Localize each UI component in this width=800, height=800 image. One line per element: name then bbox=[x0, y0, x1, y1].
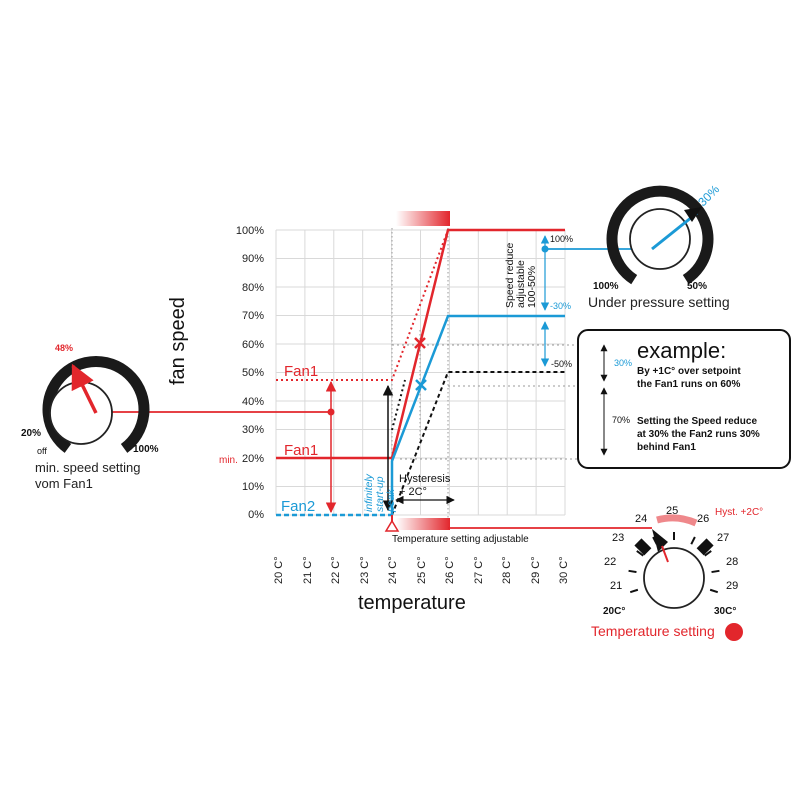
x-axis-ticks: 20 C° 21 C° 22 C° 23 C° 24 C° 25 C° 26 C… bbox=[273, 556, 570, 584]
y-tick-60: 60% bbox=[242, 339, 264, 351]
temp-hyst-arc bbox=[656, 514, 698, 527]
temp-tick-end bbox=[634, 538, 652, 556]
right-dial-right-pct: 50% bbox=[687, 281, 707, 292]
temp-tick-8 bbox=[711, 569, 720, 574]
temp-num-25: 25 bbox=[666, 505, 678, 517]
y-tick-20: 20% bbox=[242, 453, 264, 465]
speed-reduce-label: Speed reduce adjustable 100-50% bbox=[504, 240, 538, 308]
temp-num-30: 30C° bbox=[714, 606, 736, 617]
x-tick-24: 24 C° bbox=[387, 556, 399, 584]
y-tick-70: 70% bbox=[242, 310, 264, 322]
fan1-upper-label: Fan1 bbox=[284, 363, 318, 380]
pct-100-label: 100% bbox=[550, 234, 573, 244]
right-dial-caption: Under pressure setting bbox=[588, 294, 730, 310]
temp-adjustable-label: Temperature setting adjustable bbox=[392, 534, 529, 545]
temp-num-27: 27 bbox=[717, 532, 729, 544]
x-tick-20: 20 C° bbox=[273, 556, 285, 584]
min-label: min. bbox=[219, 455, 238, 466]
example-p1-text: By +1C° over setpoint the Fan1 runs on 6… bbox=[637, 366, 744, 390]
y-tick-40: 40% bbox=[242, 396, 264, 408]
fan1-lower-dotted bbox=[391, 379, 406, 431]
x-tick-23: 23 C° bbox=[359, 556, 371, 584]
y-axis-ticks: 0% 10% 20% 30% 40% 50% 60% 70% 80% 90% 1… bbox=[236, 225, 264, 521]
example-p1-pct: 30% bbox=[614, 358, 632, 368]
y-tick-100: 100% bbox=[236, 225, 264, 237]
y-axis-title: fan speed bbox=[167, 297, 189, 385]
right-dial-pointer bbox=[651, 211, 698, 251]
pct-minus30-label: -30% bbox=[550, 301, 571, 311]
left-dial-max: 100% bbox=[133, 444, 159, 455]
example-box: example: 30% By +1C° over setpoint the F… bbox=[577, 329, 791, 469]
temp-dial-knob[interactable] bbox=[643, 547, 705, 609]
temp-dial-pointer bbox=[652, 529, 668, 552]
fan2-label: Fan2 bbox=[281, 498, 315, 515]
temp-setting-dot bbox=[725, 623, 743, 641]
x-tick-29: 29 C° bbox=[530, 556, 542, 584]
left-dial-min: 20% bbox=[21, 428, 41, 439]
temp-num-20: 20C° bbox=[603, 606, 625, 617]
left-dial-knob[interactable] bbox=[49, 381, 113, 445]
temp-tick-2 bbox=[628, 569, 637, 574]
x-tick-21: 21 C° bbox=[302, 556, 314, 584]
x-tick-22: 22 C° bbox=[330, 556, 342, 584]
temp-tick-start bbox=[696, 538, 714, 556]
right-dial-arc bbox=[606, 185, 714, 285]
right-dial-pointer-head bbox=[684, 207, 702, 222]
right-dial-knob[interactable] bbox=[629, 208, 691, 270]
temp-tick-9 bbox=[709, 588, 719, 594]
hysteresis-band-top bbox=[396, 211, 450, 226]
left-dial-arc bbox=[42, 355, 150, 453]
example-p2-text: Setting the Speed reduce at 30% the Fan2… bbox=[637, 416, 763, 453]
temp-tick-3 bbox=[636, 550, 644, 557]
fan2-reduced-curve bbox=[391, 371, 565, 516]
example-p2-pct: 70% bbox=[612, 415, 630, 425]
temp-num-28: 28 bbox=[726, 556, 738, 568]
example-title: example: bbox=[637, 338, 726, 363]
x-tick-30: 30 C° bbox=[558, 556, 570, 584]
x-tick-25: 25 C° bbox=[416, 556, 428, 584]
y-tick-10: 10% bbox=[242, 481, 264, 493]
temp-tick-1 bbox=[629, 588, 639, 594]
right-dial-left-pct: 100% bbox=[593, 281, 619, 292]
left-dial-caption: min. speed setting vom Fan1 bbox=[35, 460, 144, 491]
temp-hyst-label: Hyst. +2C° bbox=[715, 507, 763, 518]
y-tick-30: 30% bbox=[242, 424, 264, 436]
temperature-dial[interactable]: Hyst. +2C° 20C° 21 22 23 24 25 26 27 28 … bbox=[591, 505, 763, 641]
temp-num-29: 29 bbox=[726, 580, 738, 592]
temp-num-26: 26 bbox=[697, 513, 709, 525]
y-tick-0: 0% bbox=[248, 509, 264, 521]
fan2-marker bbox=[415, 379, 427, 391]
temp-tick-6 bbox=[690, 536, 696, 545]
temp-num-23: 23 bbox=[612, 532, 624, 544]
temp-tick-7 bbox=[704, 550, 712, 557]
y-tick-50: 50% bbox=[242, 367, 264, 379]
under-pressure-dial[interactable]: 30% 100% 50% Under pressure setting bbox=[588, 182, 730, 310]
temp-dial-ticks bbox=[628, 532, 720, 594]
temp-dial-caption: Temperature setting bbox=[591, 623, 715, 639]
y-tick-90: 90% bbox=[242, 253, 264, 265]
x-tick-27: 27 C° bbox=[473, 556, 485, 584]
fan1-upper-curve bbox=[276, 229, 449, 381]
left-dial-link-dot bbox=[327, 408, 335, 416]
setpoint-triangle bbox=[384, 519, 400, 532]
temp-num-24: 24 bbox=[635, 513, 647, 525]
fan1-marker bbox=[414, 337, 426, 349]
x-tick-28: 28 C° bbox=[501, 556, 513, 584]
left-dial-pointer bbox=[71, 363, 98, 414]
startup-label: infinitely start-up peak bbox=[363, 471, 397, 513]
temp-dial-pointer-stem bbox=[661, 545, 669, 563]
left-dial-off: off bbox=[37, 446, 47, 456]
x-tick-26: 26 C° bbox=[444, 556, 456, 584]
temp-num-22: 22 bbox=[604, 556, 616, 568]
hysteresis-label: Hysteresis + 2C° bbox=[399, 473, 453, 498]
hysteresis-band-bottom bbox=[396, 518, 450, 530]
min-speed-dial[interactable]: 48% off 20% 100% min. speed setting vom … bbox=[21, 343, 159, 491]
temp-num-21: 21 bbox=[610, 580, 622, 592]
y-tick-80: 80% bbox=[242, 282, 264, 294]
left-dial-value: 48% bbox=[55, 343, 73, 353]
pct-minus50-label: -50% bbox=[551, 359, 572, 369]
fan1-lower-label: Fan1 bbox=[284, 442, 318, 459]
x-axis-title: temperature bbox=[358, 592, 466, 614]
